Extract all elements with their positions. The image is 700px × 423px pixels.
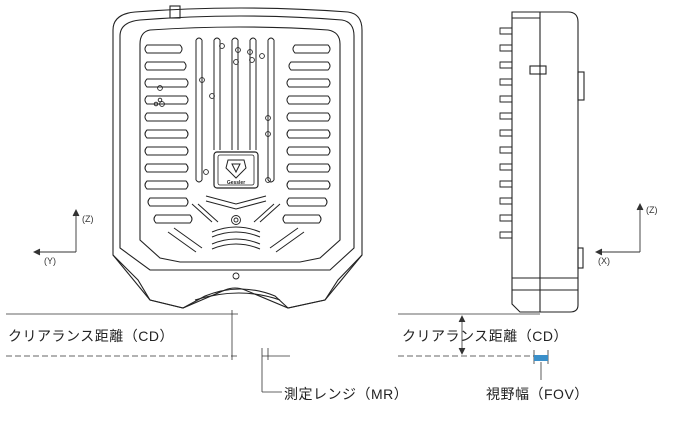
front-logo-box: Gessler <box>213 151 259 189</box>
side-connector-port <box>529 65 547 75</box>
logo-emblem-icon <box>225 159 247 179</box>
front-axis-indicator <box>32 208 80 256</box>
measuring-range-label: 測定レンジ（MR） <box>284 386 409 402</box>
front-right-fins <box>282 44 331 224</box>
front-mount-step <box>194 292 281 301</box>
field-of-view-label: 視野幅（FOV） <box>486 386 589 402</box>
front-side-right <box>324 254 363 301</box>
front-left-fins <box>144 44 193 224</box>
front-mount-base <box>182 288 289 309</box>
front-chevrons <box>167 195 305 253</box>
clearance-distance-label-front: クリアランス距離（CD） <box>8 328 174 344</box>
front-axis-y-label: (Y) <box>44 256 56 266</box>
front-heatsink-plate <box>139 26 341 263</box>
front-axis-z-label: (Z) <box>82 214 94 224</box>
front-dimension-lines <box>6 310 290 393</box>
side-button-lower <box>577 247 584 269</box>
side-dimension-lines <box>398 313 549 380</box>
clearance-distance-label-side: クリアランス距離（CD） <box>402 328 568 344</box>
front-inner-housing <box>119 15 355 271</box>
front-view <box>112 5 363 309</box>
brand-text: Gessler <box>227 180 245 186</box>
front-base-line-right <box>287 299 326 309</box>
fov-marker <box>534 355 548 361</box>
front-base-line <box>149 299 184 309</box>
side-fins <box>499 27 512 239</box>
top-connector <box>169 5 181 19</box>
front-side-left <box>112 254 151 301</box>
front-outer-housing <box>112 7 363 309</box>
side-outer-housing <box>511 11 579 313</box>
front-screw-holes <box>153 43 271 280</box>
side-axis-z-label: (Z) <box>646 205 658 215</box>
side-axis-x-label: (X) <box>598 256 610 266</box>
side-view <box>511 11 585 313</box>
side-axis-indicator <box>594 202 644 256</box>
side-button <box>577 71 585 101</box>
